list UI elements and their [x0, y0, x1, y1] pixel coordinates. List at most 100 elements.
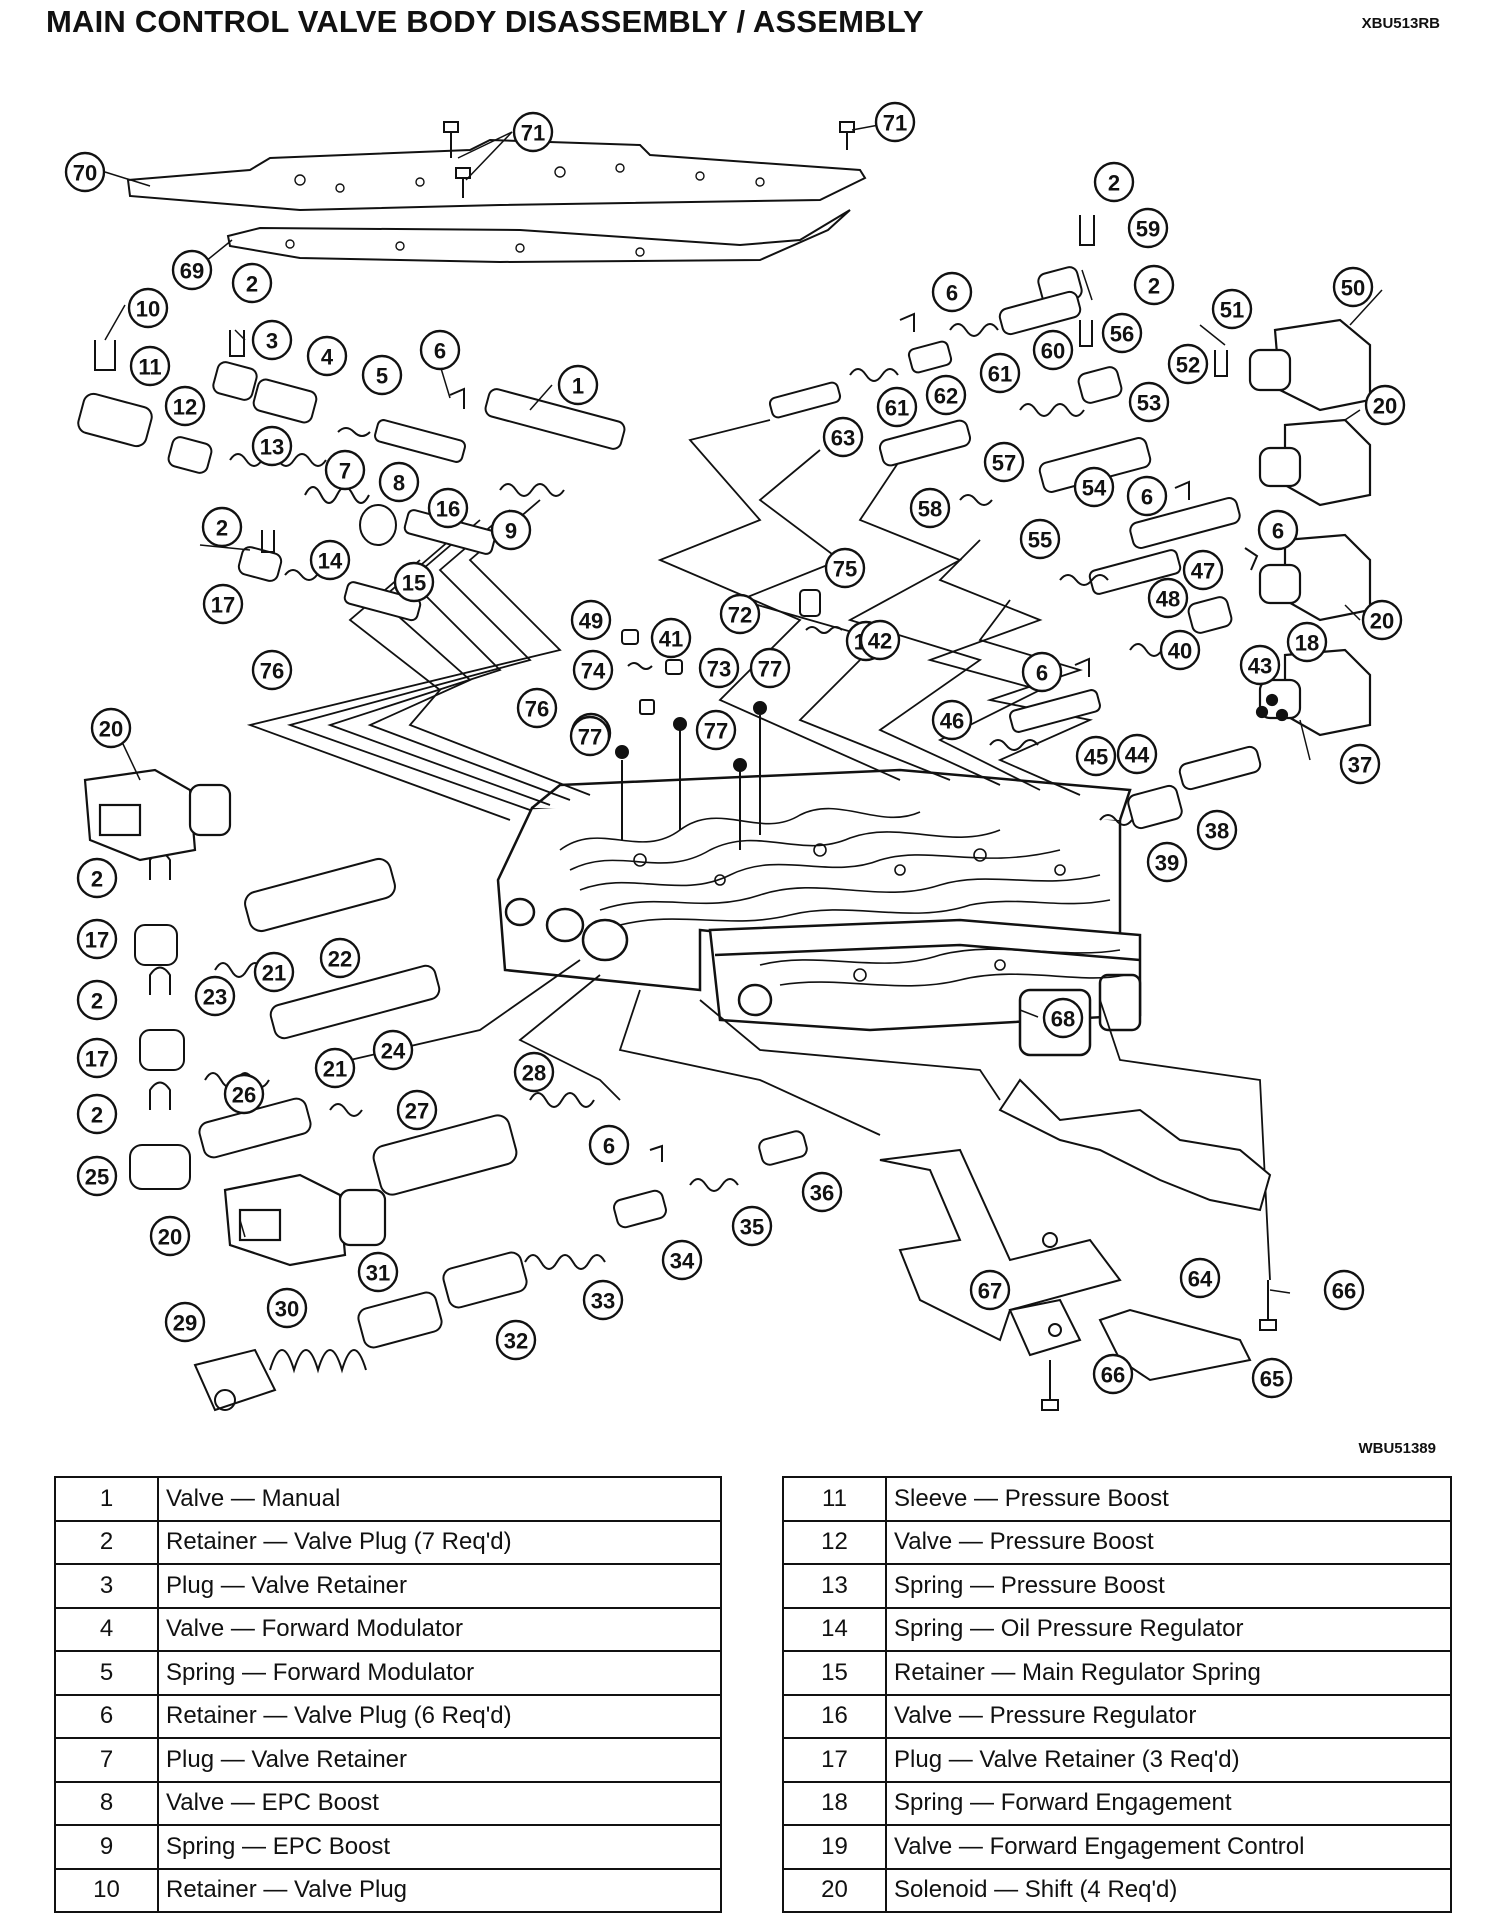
callout-circle: [149, 1215, 191, 1257]
callout-17: 17: [76, 918, 118, 960]
callout-label: 53: [1137, 391, 1161, 416]
callout-17: 17: [76, 1037, 118, 1079]
component-drawings: [77, 215, 1262, 1412]
callout-label: 67: [978, 1279, 1002, 1304]
part-description: Plug — Valve Retainer: [157, 1563, 722, 1609]
bolt-drawings: [443, 121, 855, 198]
callout-circle: [859, 619, 901, 661]
callout-label: 45: [1084, 745, 1108, 770]
callout-circle: [324, 449, 366, 491]
callout-40: 40: [1159, 629, 1201, 671]
callout-11: 11: [129, 345, 171, 387]
callout-label: 48: [1156, 587, 1180, 612]
callout-58: 58: [909, 487, 951, 529]
callout-circle: [925, 374, 967, 416]
callout-35: 35: [731, 1205, 773, 1247]
callout-circle: [231, 262, 273, 304]
callout-44: 44: [1116, 733, 1158, 775]
callout-27: 27: [396, 1089, 438, 1131]
callout-42: 42: [859, 619, 901, 661]
part-number: 16: [782, 1693, 887, 1739]
callout-label: 12: [173, 395, 197, 420]
callout-label: 44: [1125, 743, 1150, 768]
part-description: Sleeve — Pressure Boost: [885, 1476, 1452, 1522]
callout-circle: [223, 1073, 265, 1115]
callout-circle: [1133, 264, 1175, 306]
callout-circle: [427, 487, 469, 529]
callout-circle: [201, 506, 243, 548]
part-description: Retainer — Valve Plug (6 Req'd): [157, 1693, 722, 1739]
callout-circle: [1146, 841, 1188, 883]
callout-label: 58: [918, 497, 942, 522]
callout-label: 11: [138, 355, 161, 380]
separator-plate-holes: [285, 163, 765, 257]
callout-3: 3: [251, 319, 293, 361]
callout-label: 6: [946, 281, 958, 306]
solenoid-drawings: [83, 318, 1372, 1267]
callout-5: 5: [361, 354, 403, 396]
callout-2: 2: [231, 262, 273, 304]
part-description: Retainer — Valve Plug: [157, 1867, 722, 1913]
callout-label: 39: [1155, 851, 1179, 876]
callout-circle: [516, 687, 558, 729]
part-number: 14: [782, 1606, 887, 1652]
callout-74: 74: [572, 649, 614, 691]
callout-label: 50: [1341, 276, 1365, 301]
callout-2: 2: [76, 1093, 118, 1135]
callout-14: 14: [309, 539, 351, 581]
callout-label: 16: [436, 497, 460, 522]
callout-circle: [1021, 651, 1063, 693]
callout-circle: [1332, 266, 1374, 308]
callout-34: 34: [661, 1239, 703, 1281]
callout-label: 56: [1110, 322, 1134, 347]
callout-17: 17: [202, 583, 244, 625]
part-number: 4: [54, 1606, 159, 1652]
callout-circle: [251, 425, 293, 467]
callout-circle: [306, 335, 348, 377]
callout-circle: [266, 1287, 308, 1329]
callout-label: 77: [758, 657, 782, 682]
callout-label: 17: [211, 593, 235, 618]
part-description: Spring — Forward Modulator: [157, 1650, 722, 1696]
callout-71: 71: [874, 101, 916, 143]
separator-plate-drawing: [126, 138, 867, 264]
part-description: Retainer — Main Regulator Spring: [885, 1650, 1452, 1696]
callout-label: 2: [1148, 274, 1160, 299]
callout-circle: [1019, 518, 1061, 560]
callout-label: 34: [670, 1249, 695, 1274]
callout-label: 77: [704, 719, 728, 744]
callout-61: 61: [979, 352, 1021, 394]
callout-64: 64: [1179, 1257, 1221, 1299]
part-number: 15: [782, 1650, 887, 1696]
callout-label: 71: [521, 121, 545, 146]
callout-label: 59: [1136, 217, 1160, 242]
callout-circle: [749, 647, 791, 689]
part-number: 18: [782, 1780, 887, 1826]
callout-20: 20: [149, 1215, 191, 1257]
callout-label: 26: [232, 1083, 256, 1108]
callout-29: 29: [164, 1301, 206, 1343]
callout-circle: [719, 593, 761, 635]
callout-label: 31: [366, 1261, 390, 1286]
callout-circle: [1257, 509, 1299, 551]
callout-label: 2: [246, 272, 258, 297]
callout-39: 39: [1146, 841, 1188, 883]
callout-26: 26: [223, 1073, 265, 1115]
callout-label: 60: [1041, 339, 1065, 364]
part-description: Valve — Forward Engagement Control: [885, 1824, 1452, 1870]
callout-label: 32: [504, 1329, 528, 1354]
callout-circle: [969, 1269, 1011, 1311]
callout-label: 17: [85, 928, 109, 953]
callout-circle: [931, 699, 973, 741]
part-description: Spring — Pressure Boost: [885, 1563, 1452, 1609]
callout-label: 6: [1141, 485, 1153, 510]
callout-label: 40: [1168, 639, 1192, 664]
callout-label: 28: [522, 1061, 546, 1086]
callout-69: 69: [171, 249, 213, 291]
callout-circle: [419, 329, 461, 371]
